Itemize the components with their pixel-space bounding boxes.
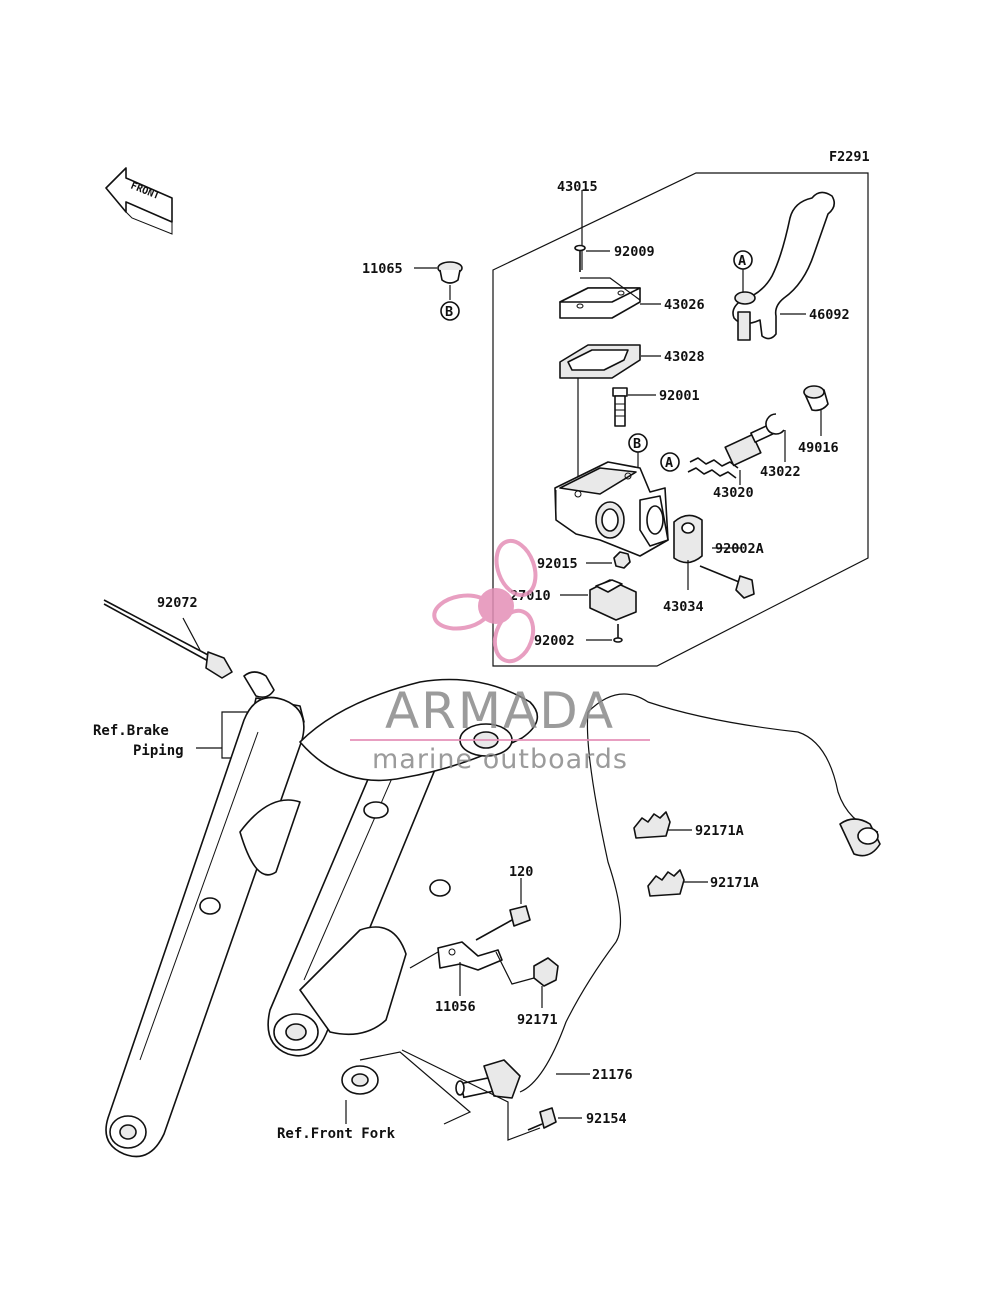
callout-46092: 46092 [809, 307, 850, 323]
marker-b-1: B [633, 436, 641, 452]
marker-a-2: A [738, 253, 746, 269]
bracket-11056 [437, 941, 503, 971]
callout-92171a-1: 92171A [695, 823, 744, 839]
boot-49016 [803, 385, 829, 412]
callout-43015: 43015 [557, 179, 598, 195]
callout-43020: 43020 [713, 485, 754, 501]
callout-49016: 49016 [798, 440, 839, 456]
callout-27010: 27010 [510, 588, 551, 604]
callout-120: 120 [509, 864, 533, 880]
ref-brake-piping-2: Piping [133, 743, 184, 759]
clamp-92171 [533, 957, 559, 987]
callout-11065: 11065 [362, 261, 403, 277]
bolt-92001 [612, 387, 628, 427]
watermark: ARMADA marine outboards [350, 538, 650, 775]
ref-front-fork: Ref.Front Fork [277, 1126, 396, 1142]
bolt-92002a [699, 565, 755, 599]
diaphragm-43028 [559, 344, 641, 379]
sensor-wire [519, 693, 881, 1093]
callout-43026: 43026 [664, 297, 705, 313]
circlip-43022 [765, 413, 785, 435]
marker-b-circle-2 [440, 301, 460, 321]
lever-46092 [732, 191, 836, 341]
cap-11065 [437, 261, 463, 284]
clip-92171a-2 [647, 869, 685, 897]
marker-a-1: A [665, 455, 673, 471]
callout-43022: 43022 [760, 464, 801, 480]
marker-b-2: B [445, 304, 453, 320]
watermark-tagline: marine outboards [372, 744, 628, 775]
nut-92015 [613, 551, 631, 569]
callout-92002: 92002 [534, 633, 575, 649]
clip-92171a-1 [633, 811, 671, 839]
callout-92015: 92015 [537, 556, 578, 572]
callout-92171: 92171 [517, 1012, 558, 1028]
callout-92171a-2: 92171A [710, 875, 759, 891]
master-cylinder-body [554, 461, 669, 557]
clamp-43034 [673, 514, 703, 564]
reservoir-cap-43026 [559, 287, 641, 319]
callout-21176: 21176 [592, 1067, 633, 1083]
front-fork [105, 678, 539, 1158]
marker-a-circle-1 [660, 452, 680, 472]
callout-92001: 92001 [659, 388, 700, 404]
bolt-92154 [527, 1107, 557, 1131]
figure-code: F2291 [829, 149, 870, 165]
watermark-brand: ARMADA [385, 682, 615, 740]
propeller-logo-icon [432, 538, 538, 664]
master-cylinder-group-box [492, 172, 869, 667]
screw-92009 [574, 244, 586, 272]
callout-92072: 92072 [157, 595, 198, 611]
switch-27010 [589, 579, 637, 621]
front-arrow-icon: FRONT [105, 167, 173, 235]
callout-92009: 92009 [614, 244, 655, 260]
callout-92002a: 92002A [715, 541, 764, 557]
callout-92154: 92154 [586, 1111, 627, 1127]
bolt-120 [475, 905, 531, 941]
callout-43028: 43028 [664, 349, 705, 365]
callout-43034: 43034 [663, 599, 704, 615]
ref-brake-piping-1: Ref.Brake [93, 723, 169, 739]
callout-11056: 11056 [435, 999, 476, 1015]
screw-92002 [613, 624, 623, 643]
